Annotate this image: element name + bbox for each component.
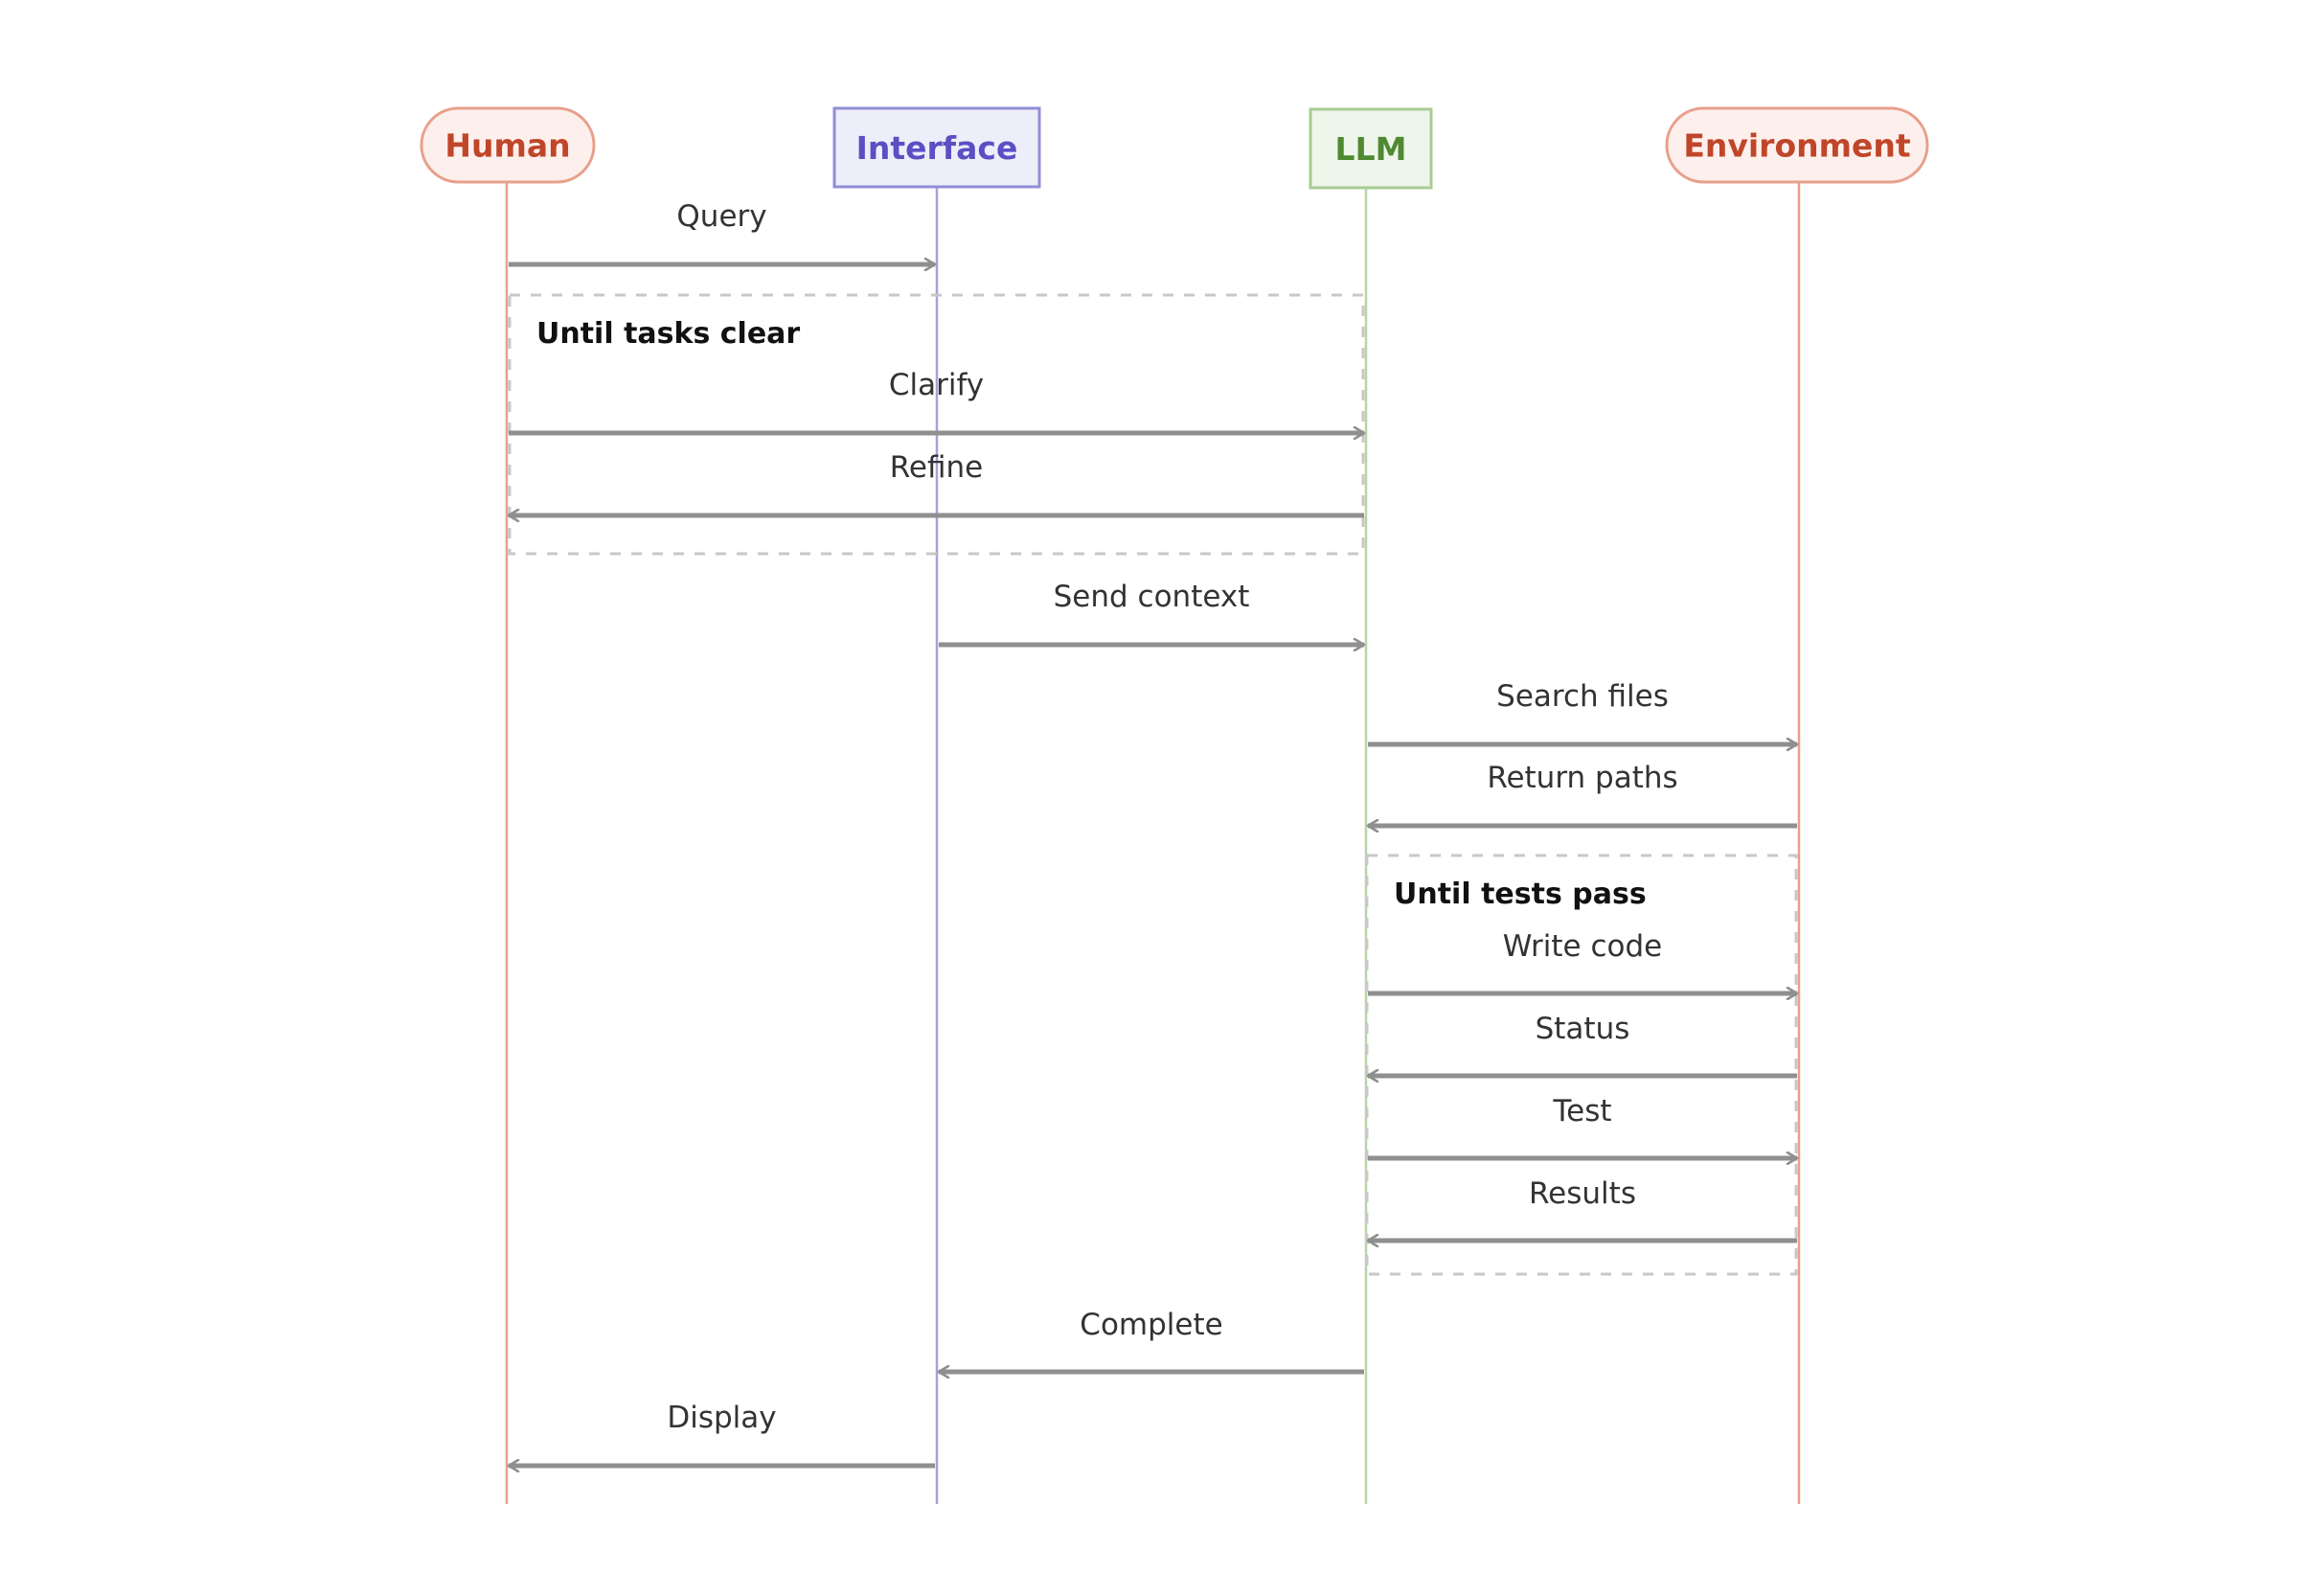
message-label-search-files: Search files (1496, 679, 1669, 714)
actor-llm[interactable]: LLM (1309, 107, 1433, 190)
message-display: Display (509, 1401, 935, 1466)
loop-title-until-tasks-clear: Until tasks clear (536, 317, 800, 351)
message-write-code: Write code (1368, 929, 1797, 993)
message-send-context: Send context (939, 580, 1364, 645)
actor-label-llm: LLM (1335, 130, 1407, 168)
message-results: Results (1368, 1176, 1797, 1241)
actor-box-environment[interactable] (1665, 106, 1929, 184)
message-search-files: Search files (1368, 679, 1797, 744)
loop-box-until-tests-pass (1365, 854, 1798, 1276)
actor-interface[interactable]: Interface (832, 106, 1041, 189)
actor-label-human: Human (444, 127, 570, 165)
message-label-complete: Complete (1080, 1308, 1222, 1342)
message-status: Status (1368, 1012, 1797, 1076)
loop-title-until-tests-pass: Until tests pass (1394, 878, 1647, 911)
message-query: Query (509, 199, 935, 264)
actor-box-llm[interactable] (1309, 107, 1433, 190)
message-label-status: Status (1536, 1012, 1630, 1046)
actor-environment[interactable]: Environment (1665, 106, 1929, 184)
actor-label-environment: Environment (1683, 127, 1911, 165)
message-label-query: Query (676, 199, 766, 234)
loop-box-until-tasks-clear (508, 293, 1365, 556)
message-label-refine: Refine (890, 450, 983, 485)
lifelines-group (505, 182, 1801, 1504)
actor-label-interface: Interface (856, 129, 1018, 167)
message-label-send-context: Send context (1054, 580, 1250, 614)
message-label-return-paths: Return paths (1487, 761, 1677, 795)
message-label-test: Test (1552, 1094, 1611, 1129)
message-complete: Complete (939, 1308, 1364, 1372)
actor-human[interactable]: Human (420, 106, 596, 184)
message-return-paths: Return paths (1368, 761, 1797, 826)
message-clarify: Clarify (509, 368, 1364, 433)
actor-boxes-group: Human Interface LLM Environment (420, 106, 1929, 190)
message-test: Test (1368, 1094, 1797, 1158)
message-label-write-code: Write code (1503, 929, 1662, 964)
actor-box-human[interactable] (420, 106, 596, 184)
message-label-display: Display (667, 1401, 776, 1435)
message-label-clarify: Clarify (889, 368, 984, 402)
actor-box-interface[interactable] (832, 106, 1041, 189)
message-label-results: Results (1529, 1176, 1636, 1211)
message-refine: Refine (509, 450, 1364, 515)
